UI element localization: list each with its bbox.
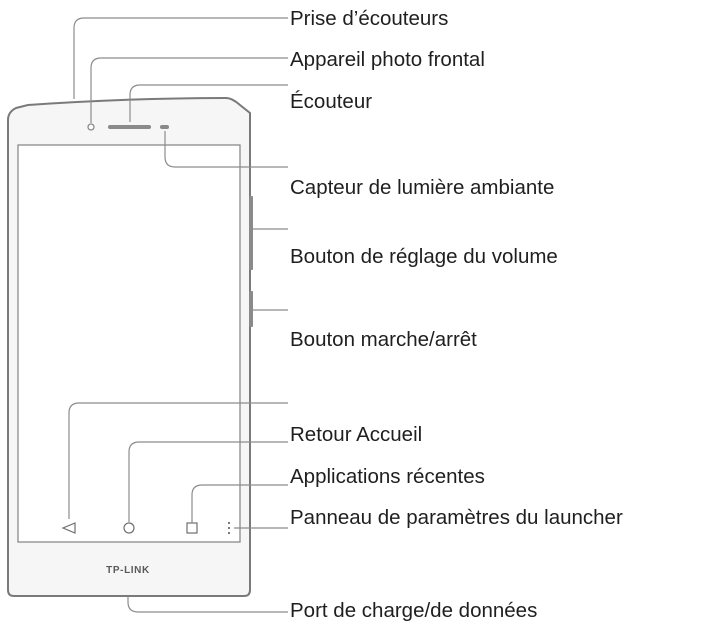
label-ambient-light-sensor: Capteur de lumière ambiante — [290, 176, 554, 199]
label-recent-apps: Applications récentes — [290, 465, 485, 488]
triangle-left-icon[interactable] — [61, 522, 76, 534]
label-volume-button: Bouton de réglage du volume — [290, 245, 558, 268]
earpiece — [108, 125, 151, 129]
leader-earpiece — [129, 84, 288, 122]
label-power-button: Bouton marche/arrêt — [290, 328, 477, 351]
label-earpiece: Écouteur — [290, 90, 372, 113]
leader-home — [128, 441, 288, 522]
label-front-camera: Appareil photo frontal — [290, 48, 485, 71]
power-button[interactable] — [249, 291, 253, 327]
brand-logo: TP-LINK — [106, 565, 150, 576]
leader-charge-port — [127, 596, 288, 613]
volume-button[interactable] — [249, 196, 253, 270]
leader-lines — [68, 17, 288, 613]
label-launcher-settings: Panneau de paramètres du launcher — [290, 506, 623, 529]
leader-recent — [191, 484, 288, 523]
leader-front-camera — [90, 57, 288, 123]
three-dots-icon[interactable] — [227, 521, 231, 535]
circle-icon[interactable] — [123, 522, 135, 534]
front-camera — [87, 123, 95, 131]
ambient-light-sensor — [160, 125, 169, 129]
leader-headphone-jack — [73, 17, 288, 99]
phone: TP-LINK — [7, 96, 253, 597]
callout-labels: Prise d’écouteurs Appareil photo frontal… — [290, 7, 623, 622]
leader-back — [68, 402, 288, 519]
leader-ambient-light — [164, 131, 288, 168]
label-headphone-jack: Prise d’écouteurs — [290, 7, 448, 30]
label-back: Retour Accueil — [290, 423, 422, 446]
label-charge-port: Port de charge/de données — [290, 599, 537, 622]
